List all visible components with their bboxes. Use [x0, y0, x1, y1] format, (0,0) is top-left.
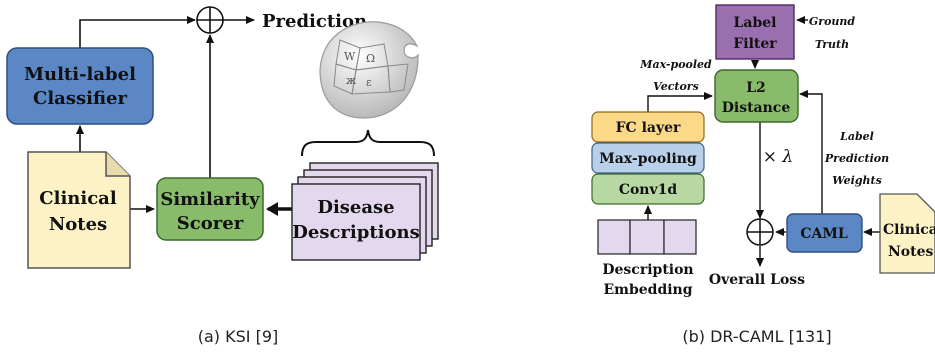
label-pred-label-3: Weights [832, 174, 882, 187]
label-pred-label-1: Label [839, 130, 874, 143]
max-pooling-box [591, 142, 705, 174]
svg-text:Ω: Ω [366, 52, 375, 65]
ksi-notes-label-2: Notes [49, 214, 107, 235]
max-pooling-label: Max-pooling [599, 151, 697, 167]
disease-descriptions-stack [291, 162, 439, 261]
classifier-label-1: Multi-label [24, 64, 136, 85]
scorer-label-2: Scorer [177, 213, 244, 234]
drcaml-notes-label-1: Clinical [883, 222, 935, 238]
brace-icon [301, 129, 435, 157]
ksi-notes-label-1: Clinical [39, 188, 117, 209]
scorer-label-1: Similarity [160, 189, 260, 210]
disease-label-1: Disease [317, 197, 394, 218]
clinical-notes-doc [27, 151, 131, 269]
svg-text:ж: ж [346, 74, 356, 87]
label-pred-label-2: Prediction [824, 152, 889, 165]
conv1d-label: Conv1d [619, 182, 678, 198]
fc-layer-label: FC layer [616, 120, 681, 136]
l2-distance-box [714, 69, 799, 123]
drcaml-clinical-notes-doc [879, 193, 935, 274]
label-filter-label-1: Label [734, 15, 777, 31]
wikipedia-globe-icon: W Ω ж ε [319, 21, 419, 119]
prediction-label: Prediction [262, 11, 367, 32]
classifier-label-2: Classifier [33, 88, 127, 109]
l2-label-1: L2 [746, 80, 766, 96]
label-filter-box [715, 4, 795, 60]
multi-label-classifier-box [6, 47, 154, 125]
svg-text:ε: ε [366, 76, 372, 89]
caption-ksi: (a) KSI [9] [198, 327, 279, 346]
ksi-diagram: Prediction Multi-label Classifier Clinic… [6, 6, 439, 269]
description-embedding-label-2: Embedding [603, 282, 692, 298]
conv1d-box [591, 173, 705, 205]
max-pooled-label-2: Vectors [653, 80, 699, 93]
description-embedding-label-1: Description [602, 262, 693, 278]
overall-loss-label: Overall Loss [709, 272, 805, 288]
lambda-label: × λ [763, 147, 793, 167]
fc-layer-box [591, 111, 705, 143]
oplus-icon [196, 6, 224, 34]
ground-truth-label-1: Ground [809, 15, 856, 28]
caml-label: CAML [800, 226, 848, 242]
label-filter-label-2: Filter [733, 36, 777, 52]
ground-truth-label-2: Truth [815, 38, 849, 51]
oplus-icon [746, 218, 774, 246]
caption-drcaml: (b) DR-CAML [131] [682, 327, 831, 346]
l2-label-2: Distance [722, 100, 791, 116]
description-embedding-grid [597, 219, 697, 255]
max-pooled-label-1: Max-pooled [639, 58, 712, 71]
caml-box [786, 213, 863, 253]
similarity-scorer-box [156, 177, 264, 241]
drcaml-notes-label-2: Notes [888, 244, 934, 260]
svg-text:W: W [344, 50, 356, 63]
disease-label-2: Descriptions [292, 222, 419, 243]
drcaml-diagram: Label Filter Ground Truth Max-pooled Vec… [591, 4, 935, 298]
